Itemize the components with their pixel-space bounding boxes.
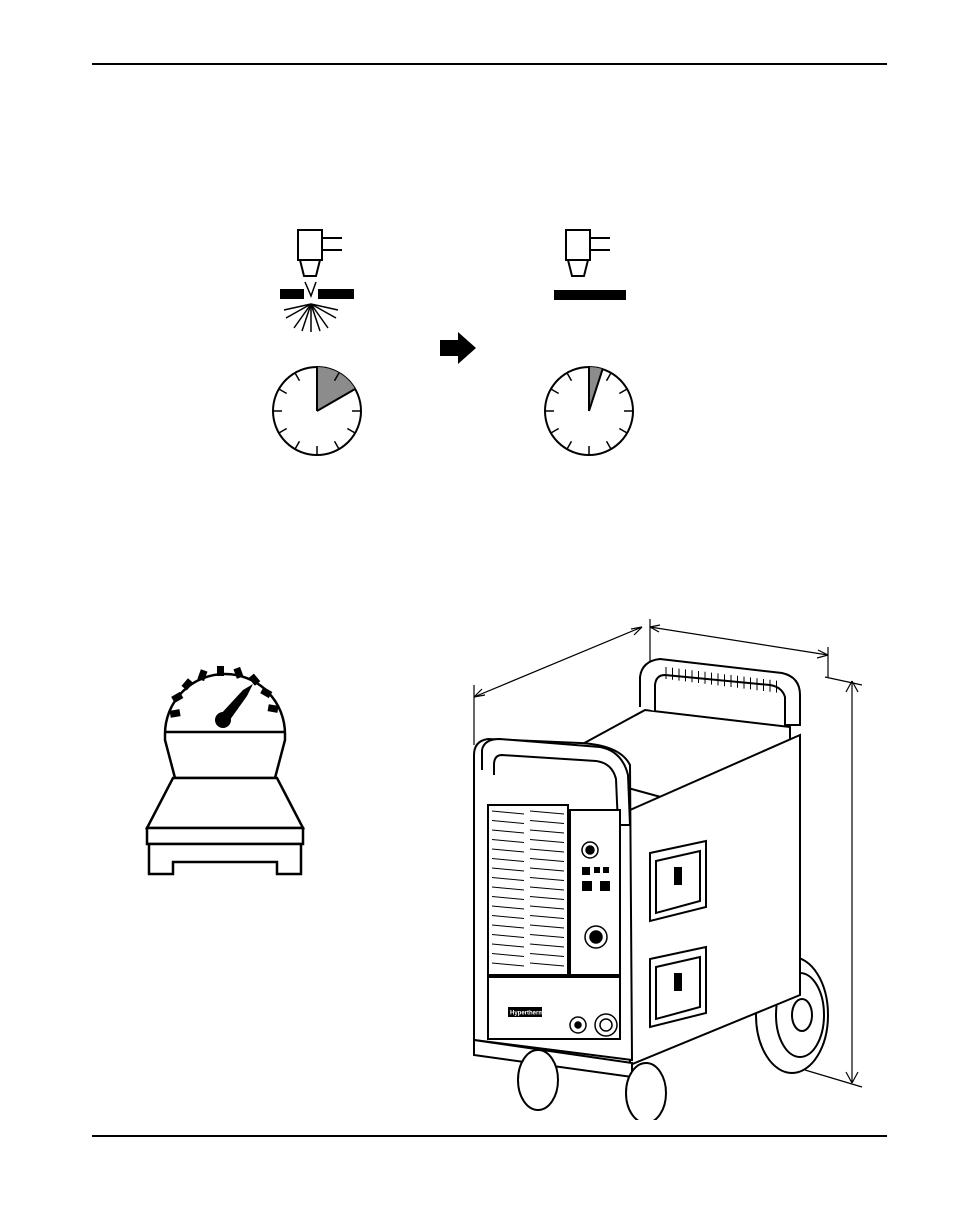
footer-rule <box>92 1135 887 1137</box>
cutting-time-clock <box>272 366 362 456</box>
scale-icon <box>144 666 306 876</box>
pressure-knob-icon <box>584 925 608 949</box>
cooling-vent <box>491 810 565 967</box>
brand-label-text: Hypertherm <box>510 1011 544 1017</box>
work-lead-receptacle-icon <box>594 1013 618 1037</box>
torch-lead-receptacle-icon <box>569 1016 587 1034</box>
power-supply-figure: Hypertherm <box>473 619 863 1120</box>
header-rule <box>92 63 887 65</box>
right-arrow-icon <box>440 332 476 364</box>
workpiece-cut-icon <box>280 281 354 332</box>
side-switch-icon <box>674 867 682 885</box>
elapsed-time-wedge <box>317 367 356 411</box>
duty-cycle-figure <box>272 229 634 456</box>
torch-cutting-icon <box>297 229 342 277</box>
cooling-time-clock <box>544 366 634 456</box>
torch-idle-icon <box>565 229 610 277</box>
workpiece-solid-icon <box>554 290 626 300</box>
side-switch-icon <box>674 973 682 991</box>
brand-label <box>508 1007 542 1017</box>
power-knob-icon <box>581 841 599 859</box>
